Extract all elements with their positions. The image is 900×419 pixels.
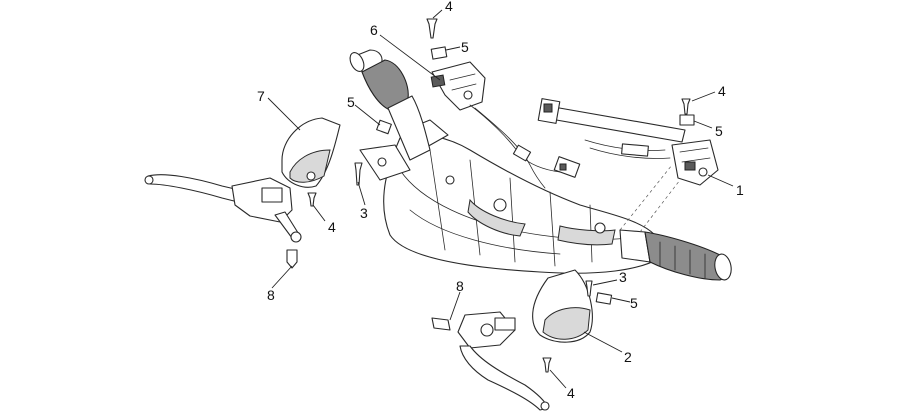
- callout-8-left: 8: [267, 287, 275, 303]
- callout-4-top: 4: [445, 0, 453, 14]
- small-fasteners: [286, 18, 695, 373]
- callout-4-left: 4: [328, 219, 336, 235]
- left-grip: [349, 49, 431, 161]
- callout-3-left: 3: [360, 205, 368, 221]
- right-brake-lever: [457, 311, 550, 411]
- handlebar-body: [359, 119, 661, 274]
- left-switch-cables: [469, 104, 581, 189]
- callout-8-right: 8: [456, 278, 464, 294]
- callout-6: 6: [370, 22, 378, 38]
- callout-5-left: 5: [347, 94, 355, 110]
- right-grip: [619, 229, 732, 281]
- callout-5-right: 5: [715, 123, 723, 139]
- callout-leaders: [267, 9, 734, 389]
- callout-5-top: 5: [461, 39, 469, 55]
- callout-2: 2: [624, 349, 632, 365]
- callout-3-right: 3: [619, 269, 627, 285]
- callout-5-bottom: 5: [630, 295, 638, 311]
- right-handguard-cover: [532, 269, 593, 343]
- callout-4-bottom: 4: [567, 385, 575, 401]
- left-handguard-cover: [281, 117, 341, 188]
- callout-4-right: 4: [718, 83, 726, 99]
- right-switch-assembly: [619, 139, 719, 233]
- callout-1: 1: [736, 182, 744, 198]
- right-switch-harness: [537, 98, 686, 159]
- left-switch-assembly: [430, 61, 486, 111]
- callout-labels: 4 5 6 4 5 1 7 5 3 4 8 8 3 5 2 4: [257, 0, 744, 401]
- left-brake-lever: [144, 174, 302, 243]
- callout-7: 7: [257, 88, 265, 104]
